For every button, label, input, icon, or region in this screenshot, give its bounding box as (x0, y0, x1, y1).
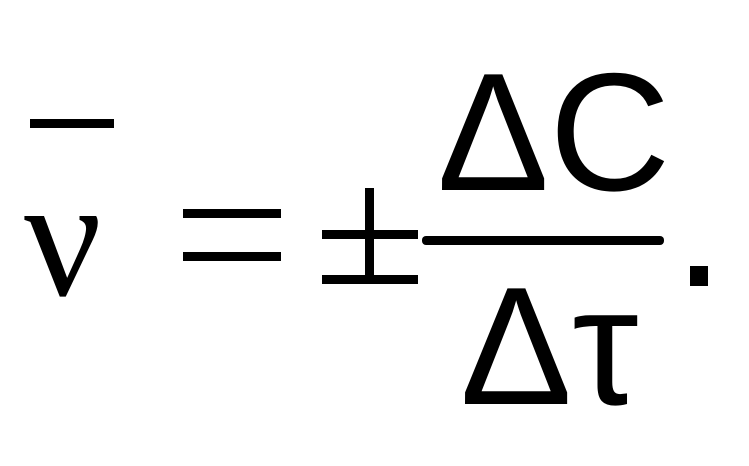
equals-sign (183, 209, 281, 261)
rate-symbol-nu: ν (24, 143, 102, 333)
equals-bottom-bar (183, 252, 281, 261)
plus-horizontal-stroke (322, 230, 418, 239)
fraction-bar (422, 236, 664, 245)
minus-stroke (322, 275, 418, 284)
fraction-denominator: Δτ (460, 252, 639, 440)
fraction-numerator: ΔC (437, 38, 671, 226)
plus-minus-sign (322, 188, 418, 284)
equals-top-bar (183, 209, 281, 218)
period (690, 266, 708, 286)
mean-overbar (30, 119, 114, 128)
